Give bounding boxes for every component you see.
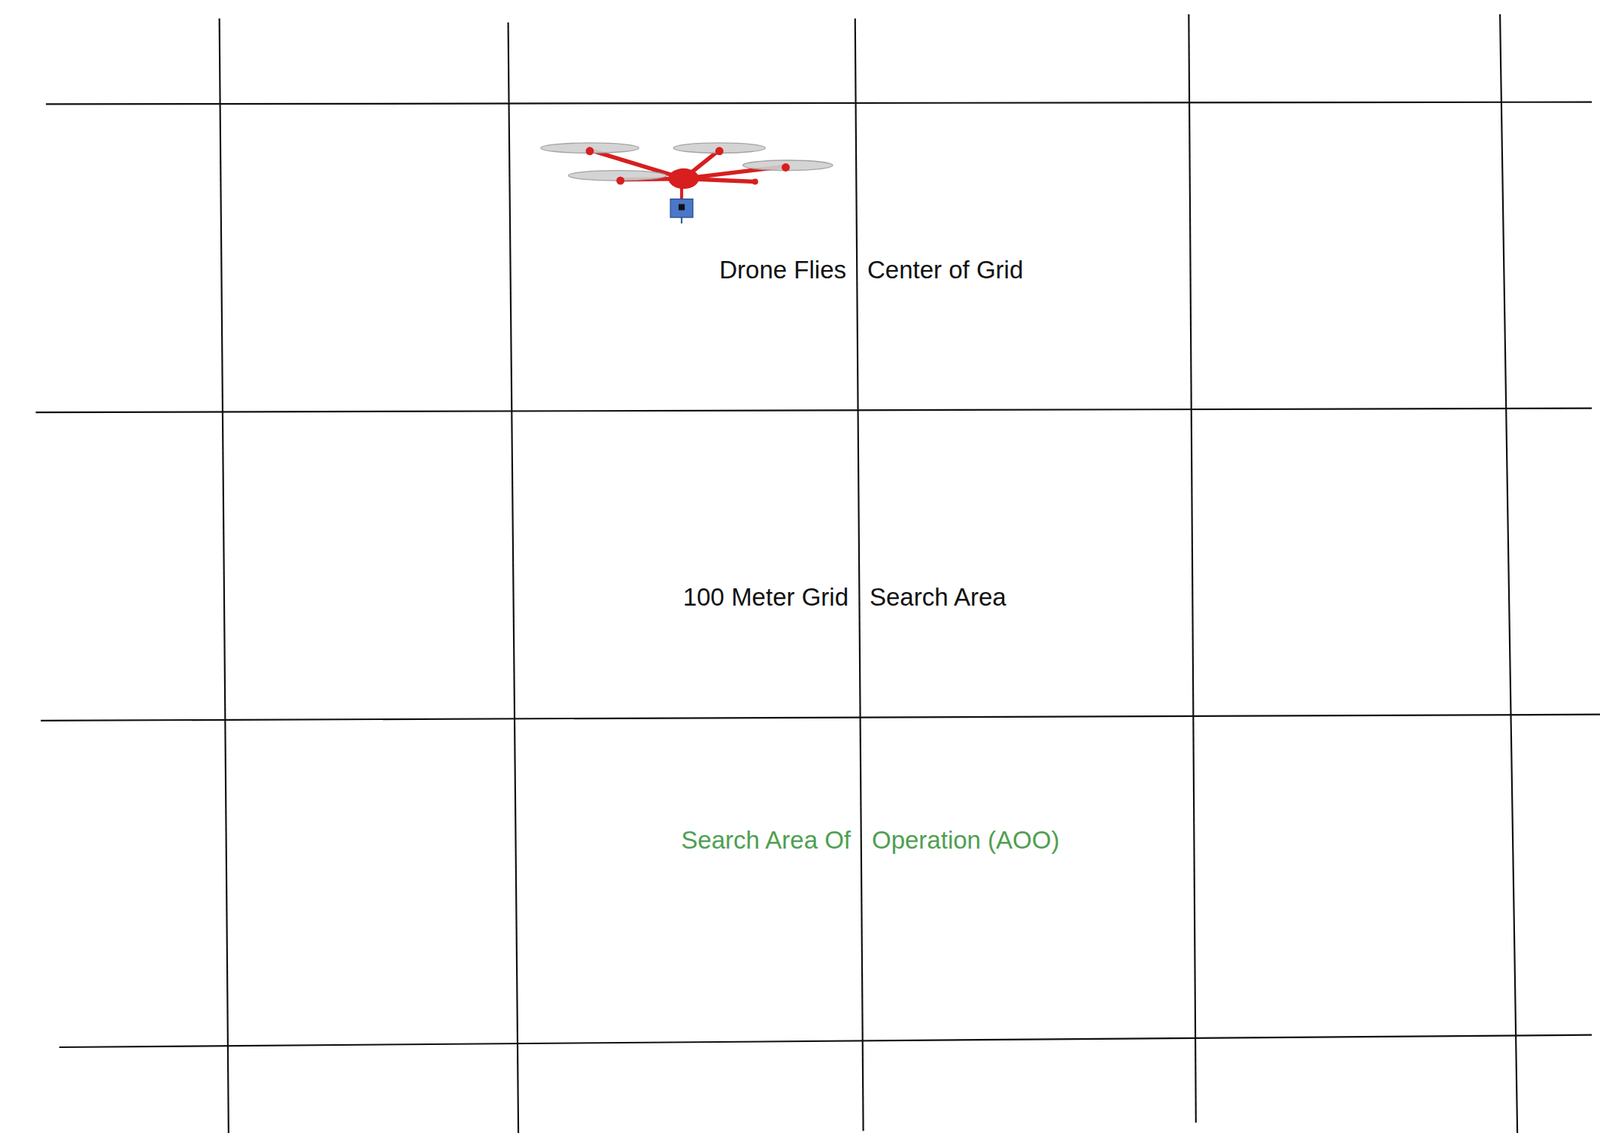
grid-caption: Drone Flies [719,255,847,285]
grid-caption: Center of Grid [867,255,1024,285]
grid-caption: Operation (AOO) [871,825,1060,855]
grid-caption: Search Area [869,582,1007,612]
grid-caption: 100 Meter Grid [683,582,849,612]
grid-caption: Search Area Of [680,825,851,855]
drone-illustration [540,142,833,224]
grid-lines [35,14,1600,1133]
search-area-cloud: Drone FliesCenter of Grid100 Meter GridS… [40,60,1561,1112]
